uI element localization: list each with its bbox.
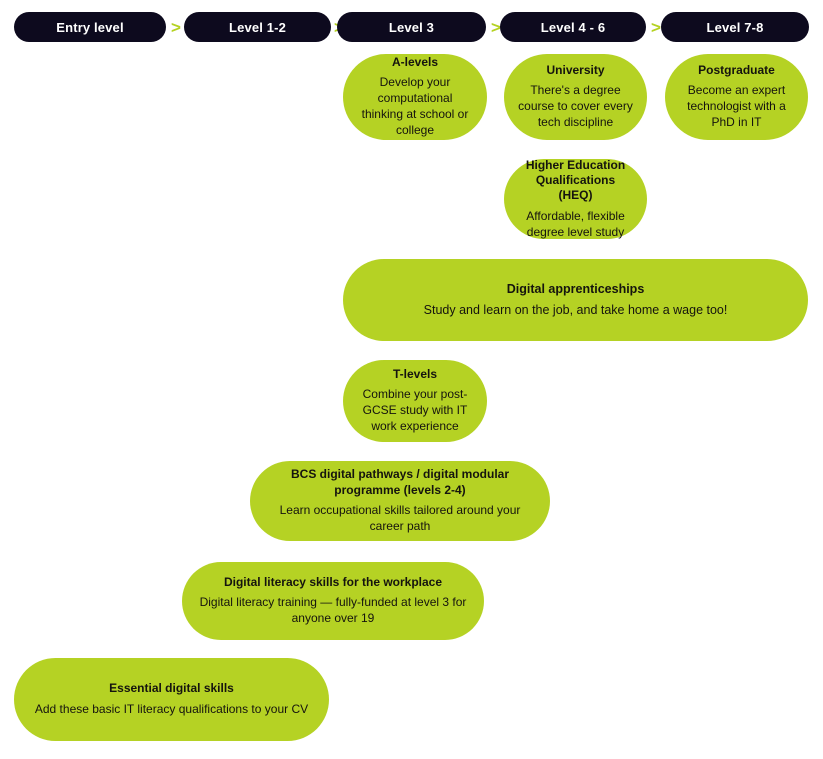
node-postgraduate[interactable]: Postgraduate Become an expert technologi… [665,54,808,140]
node-higher-education-qualifications[interactable]: Higher Education Qualifications (HEQ) Af… [504,157,647,239]
node-title: Higher Education Qualifications (HEQ) [525,157,626,203]
node-title: Essential digital skills [109,681,234,696]
node-university[interactable]: University There's a degree course to co… [504,54,647,140]
level-pill-level-1-2[interactable]: Level 1-2 [184,12,331,42]
level-pill-level-3[interactable]: Level 3 [337,12,486,42]
node-description: Develop your computational thinking at s… [361,75,469,138]
level-pill-level-4-6[interactable]: Level 4 - 6 [500,12,646,42]
level-pill-label: Level 4 - 6 [540,19,606,35]
node-description: Digital literacy training — fully-funded… [199,595,467,626]
node-description: Combine your post-GCSE study with IT wor… [362,387,468,434]
level-pill-label: Entry level [56,19,124,35]
level-pill-entry-level[interactable]: Entry level [14,12,166,42]
node-t-levels[interactable]: T-levels Combine your post-GCSE study wi… [343,360,487,442]
level-pill-label: Level 1-2 [229,19,286,35]
node-title: T-levels [392,366,438,381]
chevron-right-icon-1: > [171,17,181,37]
node-description: Learn occupational skills tailored aroun… [279,502,521,533]
chevron-right-icon-4: > [651,17,661,37]
node-description: Study and learn on the job, and take hom… [423,303,728,318]
node-title: University [546,62,605,77]
node-essential-digital-skills[interactable]: Essential digital skills Add these basic… [14,658,329,741]
node-description: Become an expert technologist with a PhD… [687,83,786,130]
node-title: A-levels [391,54,439,69]
node-description: Affordable, flexible degree level study [526,208,625,239]
node-digital-literacy-workplace[interactable]: Digital literacy skills for the workplac… [182,562,484,640]
chevron-right-icon-3: > [491,17,501,37]
level-pill-label: Level 3 [388,19,435,35]
node-title: BCS digital pathways / digital modular p… [290,467,510,497]
node-title: Postgraduate [698,62,775,77]
node-description: Add these basic IT literacy qualificatio… [34,701,309,716]
level-pill-level-7-8[interactable]: Level 7-8 [661,12,809,42]
node-digital-apprenticeships[interactable]: Digital apprenticeships Study and learn … [343,259,808,341]
node-a-levels[interactable]: A-levels Develop your computational thin… [343,54,487,140]
node-bcs-digital-pathways[interactable]: BCS digital pathways / digital modular p… [250,461,550,541]
node-title: Digital literacy skills for the workplac… [223,574,443,589]
node-description: There's a degree course to cover every t… [518,83,633,130]
node-title: Digital apprenticeships [506,282,645,297]
level-pill-label: Level 7-8 [706,19,764,35]
